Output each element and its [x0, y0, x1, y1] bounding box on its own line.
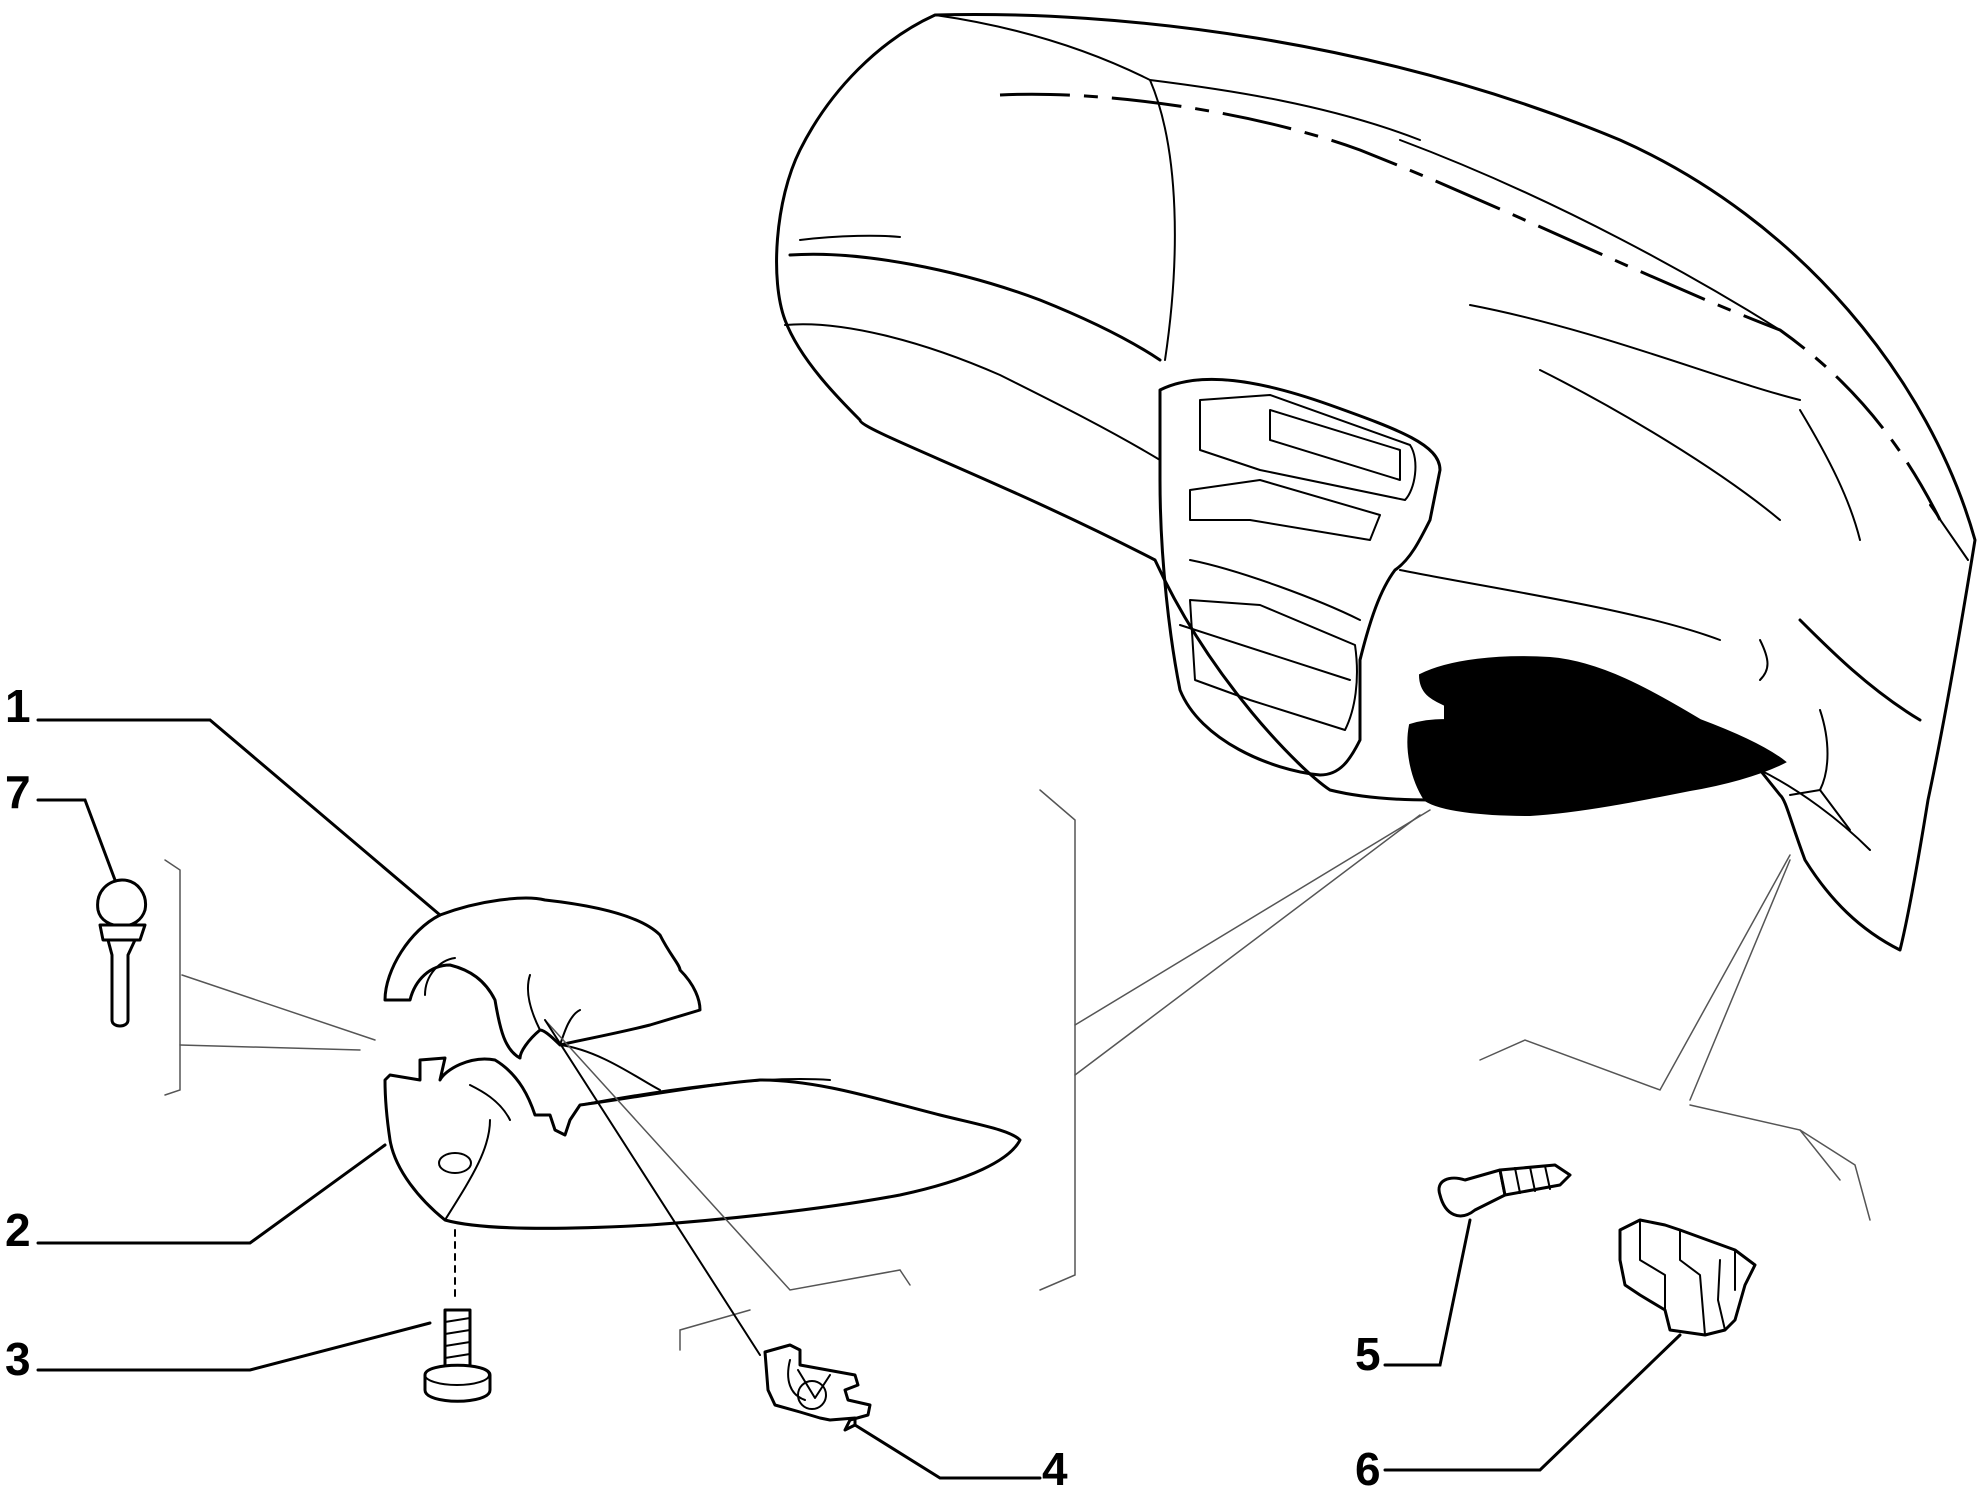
callout-3: 3	[5, 1333, 31, 1385]
callout-labels: 1 7 2 3 4 5 6	[5, 680, 1381, 1486]
leader-4-extension	[544, 1019, 761, 1356]
dashboard-assembly	[775, 12, 1977, 952]
leader-lines	[36, 718, 1682, 1480]
callout-6: 6	[1355, 1443, 1381, 1486]
callout-4: 4	[1042, 1443, 1068, 1486]
leader-7	[36, 798, 117, 882]
upper-steering-shroud	[383, 896, 702, 1060]
leader-5	[1383, 1218, 1472, 1367]
screw	[423, 1308, 492, 1403]
callout-1: 1	[5, 680, 31, 732]
clip-nut	[763, 1343, 872, 1432]
leader-4	[853, 1423, 1042, 1480]
leader-1	[36, 718, 442, 917]
self-tapping-screw	[1437, 1163, 1572, 1218]
leader-2	[36, 1143, 387, 1245]
callout-5: 5	[1355, 1328, 1381, 1380]
lower-steering-shroud	[383, 1044, 1022, 1230]
spring-clip	[1618, 1218, 1757, 1337]
assembly-guide-lines	[164, 789, 1871, 1351]
leader-3	[36, 1321, 432, 1372]
plastic-rivet	[96, 878, 148, 1028]
leader-6	[1383, 1333, 1682, 1472]
callout-2: 2	[5, 1204, 31, 1256]
callout-7: 7	[5, 766, 31, 818]
